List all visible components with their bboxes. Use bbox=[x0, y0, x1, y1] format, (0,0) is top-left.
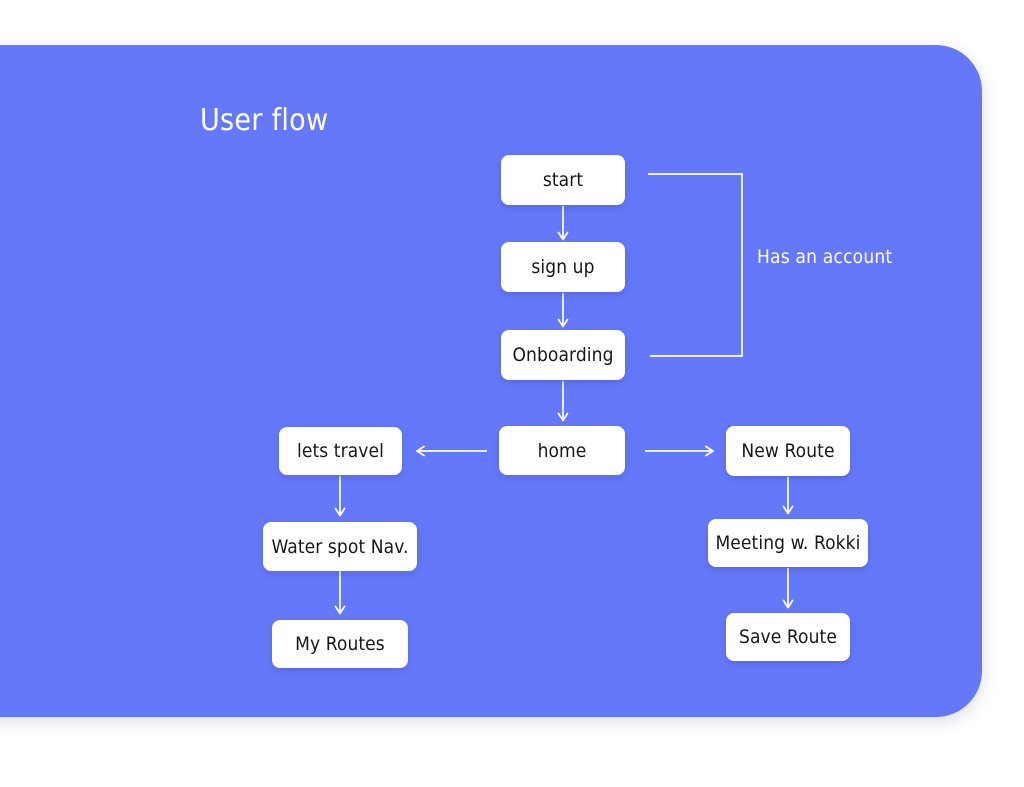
node-meeting-rokki[interactable]: Meeting w. Rokki bbox=[708, 519, 868, 567]
node-onboarding-label: Onboarding bbox=[512, 344, 614, 366]
node-new-route[interactable]: New Route bbox=[726, 426, 850, 476]
node-home[interactable]: home bbox=[499, 426, 625, 475]
node-save-route-label: Save Route bbox=[739, 626, 837, 648]
user-flow-panel bbox=[0, 45, 982, 717]
node-meeting-rokki-label: Meeting w. Rokki bbox=[715, 532, 861, 554]
node-lets-travel[interactable]: lets travel bbox=[279, 427, 402, 475]
node-water-spot-nav-label: Water spot Nav. bbox=[271, 535, 409, 558]
node-water-spot-nav[interactable]: Water spot Nav. bbox=[263, 522, 417, 571]
node-home-label: home bbox=[537, 439, 587, 462]
node-lets-travel-label: lets travel bbox=[297, 440, 384, 462]
node-start-label: start bbox=[542, 169, 584, 191]
node-sign-up[interactable]: sign up bbox=[501, 242, 625, 292]
edge-label-has-an-account: Has an account bbox=[757, 246, 893, 268]
node-save-route[interactable]: Save Route bbox=[726, 613, 850, 661]
page-title: User flow bbox=[200, 103, 329, 138]
node-my-routes[interactable]: My Routes bbox=[272, 620, 408, 668]
node-my-routes-label: My Routes bbox=[295, 633, 385, 655]
node-sign-up-label: sign up bbox=[531, 256, 595, 278]
node-onboarding[interactable]: Onboarding bbox=[501, 330, 625, 380]
node-new-route-label: New Route bbox=[741, 440, 835, 462]
node-start[interactable]: start bbox=[501, 155, 625, 205]
